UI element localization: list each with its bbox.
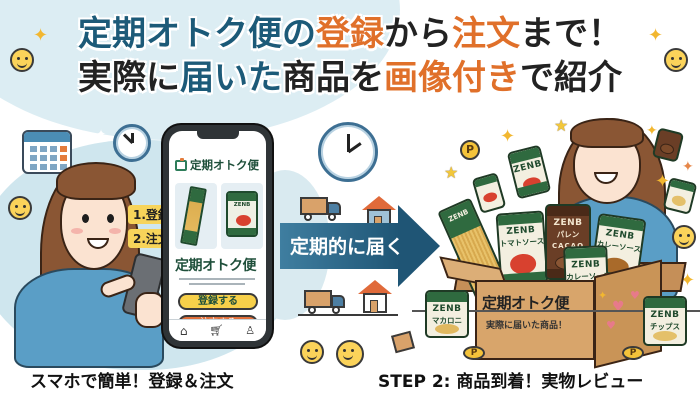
caption-right: STEP 2: 商品到着！実物レビュー: [378, 372, 644, 392]
sauce-package: ZENB: [226, 191, 258, 237]
heart-icon: ♥: [606, 319, 616, 332]
cardboard-box-front: [475, 280, 595, 360]
headline-segment: 実際に: [78, 58, 180, 98]
headline-segment: から: [384, 14, 452, 54]
product-pack-tomato-sauce-large: ZENB トマトソース: [495, 210, 549, 286]
box-icon: [175, 157, 187, 171]
app-header-title: 定期オトク便: [190, 158, 259, 172]
cart-icon[interactable]: 🛒︎: [209, 324, 224, 337]
clock-icon: [318, 122, 378, 182]
headline-segment: 注文: [452, 14, 520, 54]
sparkle-icon: ✦: [500, 126, 516, 147]
headline-line-1: 定期オトク便の登録から注文まで！: [0, 12, 700, 56]
headline-line-2: 実際に届いた商品を画像付きで紹介: [0, 56, 700, 100]
star-icon: ★: [554, 116, 569, 135]
ground-line: [412, 310, 700, 312]
product-card-sauce[interactable]: ZENB: [221, 183, 263, 249]
headline-segment: 画像付き: [384, 58, 520, 98]
sparkle-icon: ✦: [648, 25, 664, 46]
delivery-truck-icon: [304, 290, 348, 314]
smiley-icon: [10, 48, 34, 72]
sparkle-icon: ✦: [33, 25, 49, 46]
product-card-pasta[interactable]: [175, 183, 217, 249]
tab-bar: ⌂ 🛒︎ ♙: [169, 319, 266, 341]
text-placeholder-line: [179, 278, 255, 280]
app-title: 定期オトク便: [175, 258, 257, 274]
headline-segment: で紹介: [520, 58, 622, 98]
box-subtitle: 実際に届いた商品！: [486, 321, 568, 331]
smiley-icon: [300, 340, 324, 364]
calendar-icon: [22, 130, 72, 174]
sparkle-icon: ✦: [598, 289, 608, 302]
headline-segment: 登録: [316, 14, 384, 54]
smiley-icon: [8, 196, 32, 220]
hand: [135, 292, 165, 328]
product-pack-chips: ZENB チップス: [643, 296, 687, 346]
ground-line: [298, 314, 398, 316]
caption-left: スマホで簡単！登録＆注文: [30, 372, 234, 392]
heart-icon: ♥: [630, 289, 640, 302]
house-icon: [358, 280, 392, 314]
register-button[interactable]: 登録する: [178, 293, 258, 310]
product-pack-tomato-sauce: ZENB: [506, 144, 552, 200]
sauce-brand: ZENB: [233, 202, 251, 208]
delivery-arrow: [280, 223, 400, 269]
delivery-truck-icon: [300, 197, 344, 221]
sparkle-icon: ✦: [646, 123, 658, 139]
clock-icon: [113, 124, 151, 162]
product-pack-macaroni: ZENB マカロニ: [425, 290, 469, 338]
delivery-arrow-head: [398, 205, 440, 287]
product-pack-chips-small: [662, 177, 698, 215]
headline-segment: 届いた: [180, 58, 282, 98]
headline: 定期オトク便の登録から注文まで！ 実際に届いた商品を画像付きで紹介: [0, 12, 700, 100]
text-placeholder-line: [189, 283, 245, 285]
delivery-arrow-label: 定期的に届く: [290, 236, 405, 258]
parcel-icon: [391, 330, 415, 354]
sparkle-icon: ✦: [682, 159, 694, 175]
home-icon[interactable]: ⌂: [179, 323, 188, 338]
star-icon: ★: [444, 163, 459, 182]
point-coin-icon: P: [460, 140, 480, 160]
product-pack-bread: [651, 127, 685, 163]
smiley-icon: [672, 225, 696, 249]
app-header: 定期オトク便: [175, 157, 259, 173]
sparkle-icon: ✦: [655, 171, 671, 192]
point-coin-icon: P: [463, 346, 485, 360]
smartphone-mockup: 定期オトク便 ZENB 定期オトク便 登録する 注文する ⌂ 🛒︎ ♙: [163, 125, 272, 347]
point-coin-icon: P: [622, 346, 644, 360]
phone-screen: 定期オトク便 ZENB 定期オトク便 登録する 注文する ⌂ 🛒︎ ♙: [169, 131, 266, 341]
smiley-icon: [664, 48, 688, 72]
woman-bangs: [570, 118, 644, 148]
tomato-icon: [236, 215, 251, 226]
pasta-package: [180, 185, 207, 247]
laughing-smiley-icon: [336, 340, 364, 368]
headline-segment: まで！: [520, 14, 622, 54]
headline-segment: 定期オトク便の: [78, 14, 316, 54]
phone-notch: [197, 131, 239, 139]
user-icon[interactable]: ♙: [245, 324, 256, 337]
box-title: 定期オトク便: [482, 294, 570, 312]
sparkle-icon: ✦: [96, 127, 107, 141]
product-pack-small: [471, 172, 507, 214]
headline-segment: 商品を: [282, 58, 384, 98]
